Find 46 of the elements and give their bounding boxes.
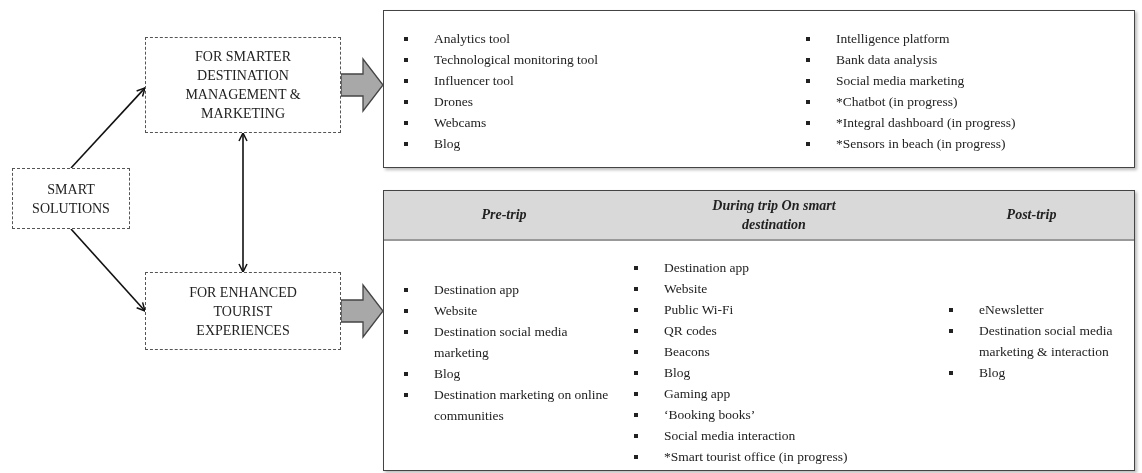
list-item: Drones [434,94,473,109]
list-item: Social media marketing [836,73,965,88]
list-item: Destination social media marketing [434,324,568,360]
process-box [145,272,341,350]
list-item: *Sensors in beach (in progress) [836,136,1006,151]
list-item: eNewsletter [979,302,1044,317]
list-item: Blog [979,365,1006,380]
list-item: Destination app [664,260,750,275]
list-item: Bank data analysis [836,52,938,67]
list-item: Website [434,303,478,318]
list-item: *Chatbot (in progress) [836,94,958,109]
process-box [12,168,130,229]
box-label: FOR ENHANCED TOURIST EXPERIENCES [188,283,298,340]
list-item: Destination marketing on online communities [434,387,609,423]
list-item: *Smart tourist office (in progress) [664,449,848,464]
list-item: Technological monitoring tool [434,52,599,67]
column-header: Post-trip [1005,206,1058,224]
list-item: Beacons [664,344,710,359]
block-arrow [340,283,384,339]
list-item: Social media interaction [664,428,796,443]
column-header: Pre-trip [480,206,528,224]
process-box [145,37,341,133]
list-item: Gaming app [664,386,731,401]
list-item: Analytics tool [434,31,511,46]
list-item: Public Wi-Fi [664,302,734,317]
list-item: Website [664,281,708,296]
list-item: Intelligence platform [836,31,950,46]
box-label: SMART SOLUTIONS [32,180,110,218]
list-item: Influencer tool [434,73,514,88]
list-item: ‘Booking books’ [664,407,756,422]
list-item: QR codes [664,323,717,338]
list-item: Destination social media marketing & interaction [979,323,1113,359]
list-panel [383,10,1135,168]
arrow [70,228,146,312]
list-item: Webcams [434,115,487,130]
list-item: Blog [664,365,691,380]
list-item: Blog [434,366,461,381]
arrow [238,132,248,273]
list-item: *Integral dashboard (in progress) [836,115,1016,130]
table-panel [383,190,1135,471]
box-label: FOR SMARTER DESTINATION MANAGEMENT & MARKETING [184,48,302,123]
column-header: During trip On smart destination [711,197,837,234]
arrow [70,87,146,169]
list-item: Destination app [434,282,520,297]
block-arrow [340,57,384,113]
list-item: Blog [434,136,461,151]
